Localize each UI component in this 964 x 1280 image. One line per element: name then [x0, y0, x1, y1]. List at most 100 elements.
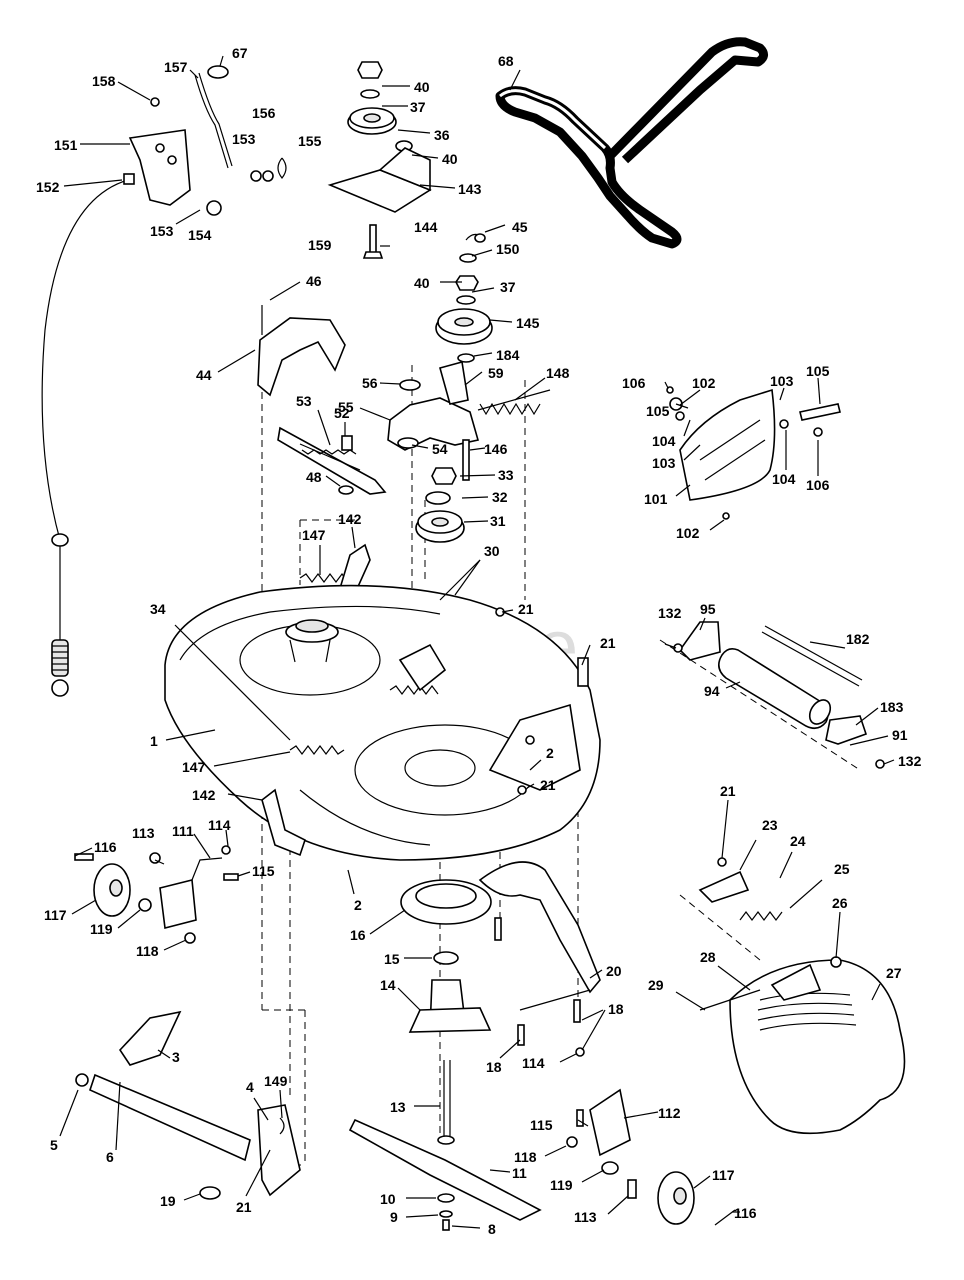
callout-16: 16: [350, 927, 366, 943]
discharge-deflector: [666, 386, 841, 520]
callout-143: 143: [458, 181, 482, 197]
callout-158: 158: [92, 73, 116, 89]
callout-30: 30: [484, 543, 500, 559]
control-cable: [41, 173, 135, 697]
callout-21: 21: [600, 635, 616, 651]
callout-91: 91: [892, 727, 908, 743]
height-adjust-linkage: [128, 65, 287, 216]
callout-23: 23: [762, 817, 778, 833]
callout-105: 105: [646, 403, 670, 419]
callout-119: 119: [90, 921, 113, 937]
callout-182: 182: [846, 631, 870, 647]
callout-6: 6: [106, 1149, 114, 1165]
callout-103: 103: [770, 373, 794, 389]
callout-102: 102: [692, 375, 716, 391]
callout-2: 2: [354, 897, 362, 913]
callout-13: 13: [390, 1099, 406, 1115]
callout-148: 148: [546, 365, 570, 381]
callout-156: 156: [252, 105, 276, 121]
discharge-chute: [698, 857, 906, 1135]
callout-114: 114: [208, 817, 231, 833]
callout-132: 132: [898, 753, 922, 769]
callout-32: 32: [492, 489, 508, 505]
callout-117: 117: [44, 907, 67, 923]
mandrel-pulley-stack: [415, 467, 465, 543]
callout-155: 155: [298, 133, 322, 149]
callout-184: 184: [496, 347, 520, 363]
callout-54: 54: [432, 441, 448, 457]
callout-45: 45: [512, 219, 528, 235]
idler-pulley-assembly-top: [327, 61, 432, 259]
callout-14: 14: [380, 977, 396, 993]
left-gauge-wheel-assembly: [74, 845, 239, 944]
callout-40: 40: [442, 151, 458, 167]
callout-95: 95: [700, 601, 716, 617]
callout-4: 4: [246, 1079, 254, 1095]
callout-53: 53: [296, 393, 312, 409]
callout-21: 21: [236, 1199, 252, 1215]
callout-15: 15: [384, 951, 400, 967]
callout-5: 5: [50, 1137, 58, 1153]
callout-37: 37: [410, 99, 426, 115]
belt-guide-44: [257, 305, 346, 397]
callout-104: 104: [772, 471, 796, 487]
callout-113: 113: [132, 825, 155, 841]
callout-112: 112: [658, 1105, 681, 1121]
callout-27: 27: [886, 965, 902, 981]
callout-117: 117: [712, 1167, 735, 1183]
callout-34: 34: [150, 601, 166, 617]
anti-scalp-roller: [673, 621, 885, 769]
callout-132: 132: [658, 605, 682, 621]
callout-21: 21: [720, 783, 736, 799]
callout-36: 36: [434, 127, 450, 143]
callout-48: 48: [306, 469, 322, 485]
callout-56: 56: [362, 375, 378, 391]
callout-52: 52: [334, 405, 350, 421]
lower-bracket: [261, 788, 306, 857]
callout-115: 115: [530, 1117, 553, 1133]
callout-18: 18: [486, 1059, 502, 1075]
callout-67: 67: [232, 45, 248, 61]
callout-105: 105: [806, 363, 830, 379]
callout-147: 147: [182, 759, 206, 775]
callout-31: 31: [490, 513, 506, 529]
callout-44: 44: [196, 367, 212, 383]
callout-9: 9: [390, 1209, 398, 1225]
callout-145: 145: [516, 315, 540, 331]
callout-8: 8: [488, 1221, 496, 1237]
callout-153: 153: [150, 223, 174, 239]
drive-belt: [495, 37, 768, 249]
callout-1: 1: [150, 733, 158, 749]
callout-24: 24: [790, 833, 806, 849]
part-callouts: 158 157 67 156 151 153 155 152 153 154 4…: [36, 45, 922, 1237]
callout-144: 144: [414, 219, 438, 235]
callout-106: 106: [806, 477, 830, 493]
callout-37: 37: [500, 279, 516, 295]
callout-40: 40: [414, 79, 430, 95]
lower-spring: [289, 745, 345, 755]
callout-68: 68: [498, 53, 514, 69]
callout-33: 33: [498, 467, 514, 483]
callout-104: 104: [652, 433, 676, 449]
callout-115: 115: [252, 863, 275, 879]
callout-25: 25: [834, 861, 850, 877]
callout-19: 19: [160, 1193, 176, 1209]
callout-59: 59: [488, 365, 504, 381]
callout-183: 183: [880, 699, 904, 715]
callout-26: 26: [832, 895, 848, 911]
callout-146: 146: [484, 441, 508, 457]
callout-142: 142: [192, 787, 216, 803]
callout-21: 21: [540, 777, 556, 793]
callout-157: 157: [164, 59, 188, 75]
callout-142: 142: [338, 511, 362, 527]
callout-118: 118: [136, 943, 159, 959]
leader-lines: [59, 55, 895, 1229]
callout-154: 154: [188, 227, 212, 243]
callout-40: 40: [414, 275, 430, 291]
callout-153: 153: [232, 131, 256, 147]
callout-152: 152: [36, 179, 60, 195]
callout-116: 116: [94, 839, 117, 855]
callout-102: 102: [676, 525, 700, 541]
callout-94: 94: [704, 683, 720, 699]
callout-119: 119: [550, 1177, 573, 1193]
